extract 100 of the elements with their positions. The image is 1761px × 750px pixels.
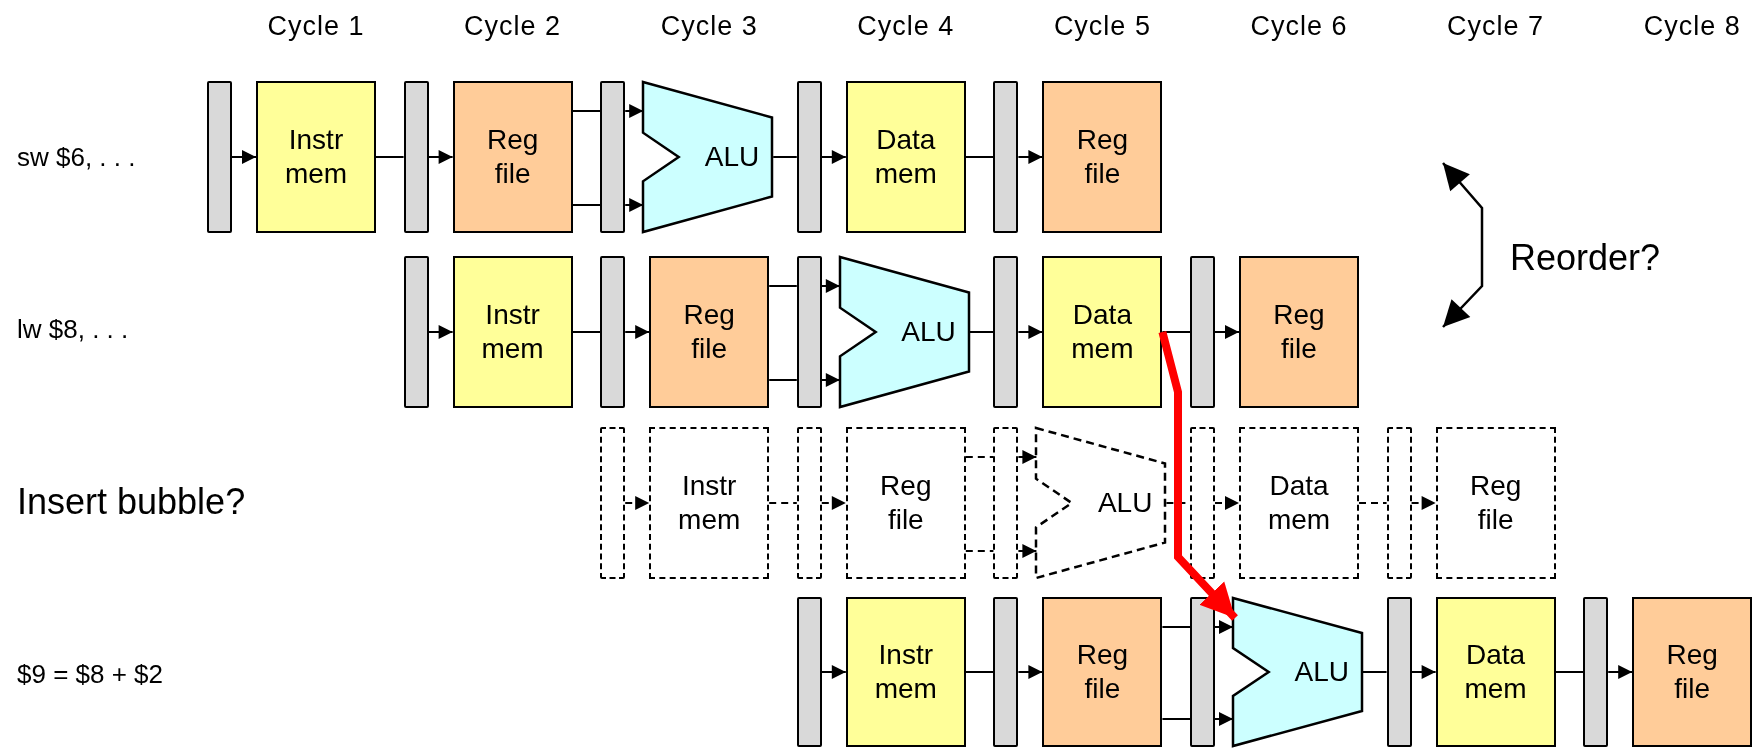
pipeline-register bbox=[600, 427, 626, 579]
connector-line bbox=[571, 204, 602, 206]
memory-box bbox=[845, 597, 966, 747]
stage-label: Instr mem bbox=[677, 469, 742, 537]
stage-label: Reg file bbox=[1075, 638, 1130, 706]
pipeline-register bbox=[1386, 597, 1412, 747]
memory-box bbox=[1435, 597, 1556, 747]
stage-label: Reg file bbox=[1272, 298, 1326, 366]
stage-label: Reg file bbox=[1665, 638, 1719, 706]
connector-line bbox=[964, 156, 995, 158]
instruction-label: sw $6, . . . bbox=[17, 141, 136, 173]
connector-line bbox=[375, 156, 405, 158]
pipeline-register bbox=[1190, 256, 1215, 408]
connector-line bbox=[1161, 718, 1191, 720]
pipeline-register bbox=[993, 256, 1019, 408]
connector-line bbox=[1358, 502, 1388, 504]
register-file-box bbox=[1042, 597, 1163, 747]
arrow bbox=[624, 104, 645, 118]
cycle-label: Cycle 6 bbox=[1250, 10, 1348, 42]
connector-line bbox=[964, 671, 995, 673]
arrow bbox=[1214, 496, 1240, 510]
arrow bbox=[1607, 665, 1634, 679]
register-file-box bbox=[1239, 256, 1359, 408]
stage-label: ALU bbox=[1294, 655, 1349, 689]
arrow bbox=[1017, 450, 1038, 464]
arrow bbox=[820, 373, 841, 387]
connector-line bbox=[768, 285, 798, 287]
register-file-box bbox=[1632, 597, 1753, 747]
pipeline-register bbox=[796, 81, 822, 233]
pipeline-register bbox=[796, 427, 822, 579]
pipeline-register bbox=[403, 81, 429, 233]
pipeline-register bbox=[207, 81, 232, 233]
cycle-label: Cycle 5 bbox=[1053, 10, 1151, 42]
arrow bbox=[624, 198, 645, 212]
arrow bbox=[1017, 544, 1038, 558]
pipeline-register bbox=[993, 81, 1019, 233]
arrow bbox=[1017, 150, 1044, 164]
stage-label: Instr mem bbox=[283, 123, 349, 191]
memory-box bbox=[256, 81, 376, 233]
connector-line bbox=[768, 379, 798, 381]
reorder-label: Reorder? bbox=[1510, 237, 1661, 279]
register-file-box bbox=[649, 256, 770, 408]
connector-line bbox=[964, 550, 995, 552]
pipeline-register bbox=[993, 597, 1019, 747]
cycle-label: Cycle 8 bbox=[1643, 10, 1741, 42]
arrow bbox=[820, 279, 841, 293]
stage-label: Reg file bbox=[1075, 123, 1130, 191]
pipeline-register bbox=[403, 256, 429, 408]
connector-line bbox=[1554, 671, 1585, 673]
arrow bbox=[427, 325, 454, 339]
arrow bbox=[820, 150, 847, 164]
connector-line bbox=[1161, 626, 1191, 628]
cycle-label: Cycle 3 bbox=[660, 10, 758, 42]
pipeline-register bbox=[1190, 597, 1215, 747]
pipeline-register bbox=[600, 256, 626, 408]
stage-label: Reg file bbox=[879, 469, 933, 537]
arrow bbox=[1410, 665, 1437, 679]
pipeline-register bbox=[600, 81, 626, 233]
register-file-box bbox=[1435, 427, 1556, 579]
stage-label: Reg file bbox=[485, 123, 540, 191]
arrow bbox=[1410, 496, 1437, 510]
cycle-label: Cycle 1 bbox=[267, 10, 365, 42]
memory-box bbox=[649, 427, 770, 579]
arrow bbox=[427, 150, 454, 164]
register-file-box bbox=[845, 427, 966, 579]
forwarding-arrow bbox=[1158, 331, 1238, 621]
connector-line bbox=[571, 110, 602, 112]
alu-shape bbox=[838, 256, 970, 408]
register-file-box bbox=[1042, 81, 1163, 233]
pipeline-register bbox=[796, 256, 822, 408]
stage-label: Reg file bbox=[682, 298, 736, 366]
cycle-label: Cycle 4 bbox=[857, 10, 955, 42]
alu-shape bbox=[1232, 597, 1363, 747]
connector-line bbox=[772, 156, 798, 158]
stage-label: ALU bbox=[1097, 486, 1153, 520]
pipeline-register bbox=[1583, 597, 1609, 747]
connector-line bbox=[571, 331, 602, 333]
memory-box bbox=[845, 81, 966, 233]
arrow bbox=[1214, 325, 1240, 339]
connector-line bbox=[968, 331, 995, 333]
memory-box bbox=[1239, 427, 1359, 579]
connector-line bbox=[1362, 671, 1388, 673]
alu-shape bbox=[1035, 427, 1167, 579]
stage-label: Data mem bbox=[1266, 469, 1332, 537]
stage-label: Instr mem bbox=[873, 638, 938, 706]
arrow bbox=[820, 665, 847, 679]
register-file-box bbox=[452, 81, 573, 233]
arrow bbox=[624, 325, 651, 339]
cycle-label: Cycle 7 bbox=[1447, 10, 1545, 42]
stage-label: Reg file bbox=[1468, 469, 1523, 537]
arrow bbox=[231, 150, 257, 164]
connector-line bbox=[768, 502, 798, 504]
stage-label: Data mem bbox=[873, 123, 938, 191]
cycle-label: Cycle 2 bbox=[464, 10, 562, 42]
arrow bbox=[1214, 620, 1234, 634]
pipeline-register bbox=[993, 427, 1019, 579]
bubble-label: Insert bubble? bbox=[17, 481, 246, 523]
pipeline-register bbox=[796, 597, 822, 747]
stage-label: ALU bbox=[704, 140, 760, 174]
instruction-label: $9 = $8 + $2 bbox=[17, 658, 164, 690]
